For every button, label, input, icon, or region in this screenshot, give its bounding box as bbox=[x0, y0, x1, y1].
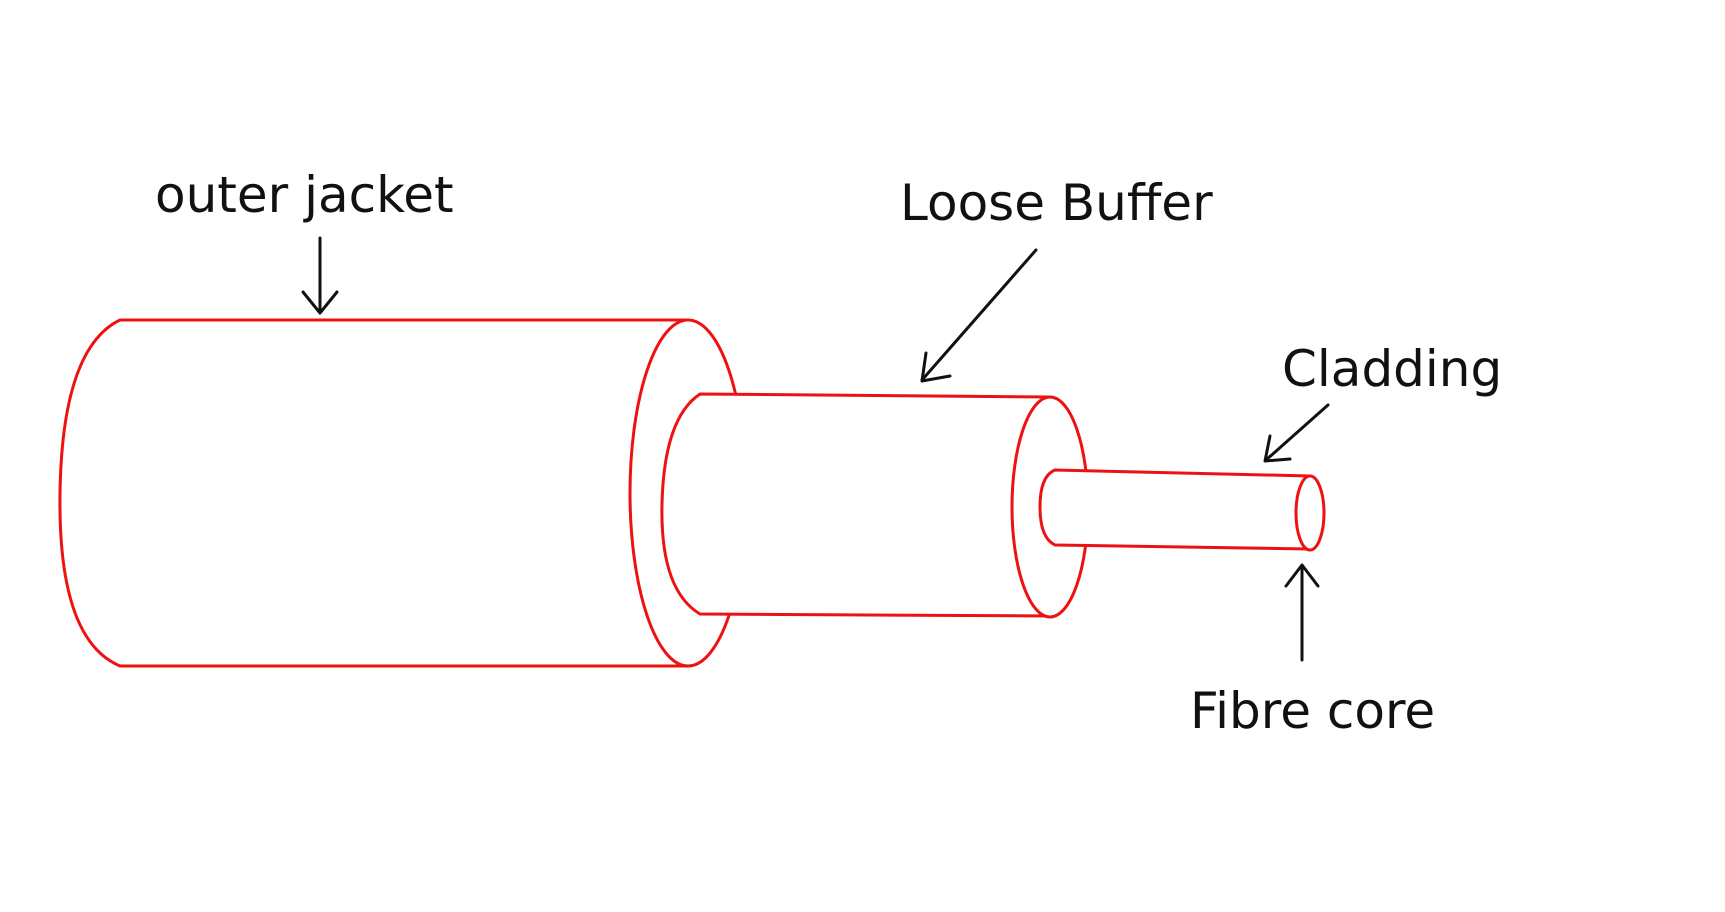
fibre-core-end-face bbox=[1294, 474, 1326, 552]
loose-buffer-label: Loose Buffer bbox=[900, 174, 1213, 232]
outer-jacket-arrow bbox=[301, 236, 339, 315]
outer-jacket-label: outer jacket bbox=[155, 166, 454, 224]
cladding-label: Cladding bbox=[1282, 340, 1502, 398]
loose-buffer-cylinder bbox=[660, 392, 1090, 619]
loose-buffer-arrow bbox=[920, 248, 1038, 383]
loose-buffer-body bbox=[660, 392, 1052, 618]
outer-jacket-cylinder bbox=[58, 318, 748, 668]
cladding-arrow bbox=[1263, 403, 1330, 463]
fibre-core-arrow bbox=[1284, 563, 1320, 662]
cladding-cylinder bbox=[1038, 468, 1326, 552]
cladding-body bbox=[1038, 468, 1312, 551]
fibre-core-label: Fibre core bbox=[1190, 682, 1435, 740]
outer-jacket-body bbox=[58, 318, 690, 668]
